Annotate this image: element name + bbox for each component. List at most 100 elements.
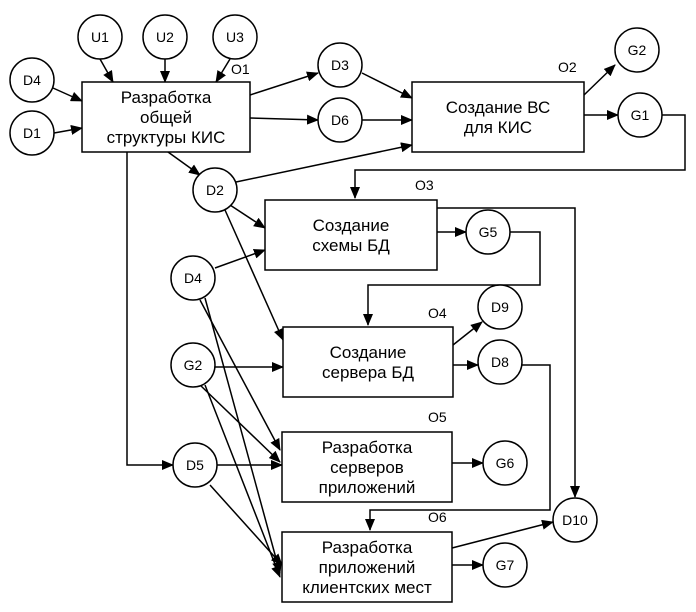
node-circle	[192, 167, 238, 213]
process-box-label-line: Разработка	[322, 438, 413, 457]
node-u1: U1	[77, 14, 123, 60]
flow-arrow	[437, 207, 580, 498]
operation-code: O1	[231, 61, 250, 77]
node-d2: D2	[192, 167, 238, 213]
flow-arrow	[229, 204, 266, 229]
node-d9: D9	[477, 284, 523, 330]
flow-arrow	[204, 384, 281, 578]
process-box-label-line: приложений	[319, 558, 416, 577]
process-box-frame	[264, 199, 438, 271]
operation-code: O6	[428, 509, 447, 525]
node-circle	[317, 42, 363, 88]
node-circle	[617, 92, 663, 138]
node-circle	[477, 284, 523, 330]
flow-arrow	[99, 58, 114, 83]
process-box-label-line: схемы БД	[312, 236, 390, 255]
node-label: D10	[562, 512, 588, 528]
node-circle	[552, 497, 598, 543]
flow-arrow	[199, 384, 281, 463]
node-label: G2	[628, 42, 647, 58]
process-box-label-line: Создание	[313, 216, 390, 235]
flow-arrow	[452, 321, 483, 346]
operation-code: O5	[428, 409, 447, 425]
node-d6: D6	[317, 97, 363, 143]
node-d4b: D4	[170, 255, 216, 301]
node-circle	[482, 440, 528, 486]
node-label: U1	[91, 29, 109, 45]
node-circle	[172, 442, 218, 488]
node-g6: G6	[482, 440, 528, 486]
process-box-frame	[281, 431, 453, 503]
flow-arrow	[209, 484, 283, 566]
node-circle	[477, 339, 523, 385]
process-box-label-line: общей	[140, 108, 192, 127]
node-g7: G7	[482, 542, 528, 588]
node-label: D5	[186, 457, 204, 473]
node-label: G5	[479, 224, 498, 240]
process-box-label-line: для КИС	[464, 118, 532, 137]
process-box-label-line: Создание	[330, 343, 407, 362]
node-d8: D8	[477, 339, 523, 385]
process-box-frame	[282, 326, 454, 398]
operation-code: O2	[558, 59, 577, 75]
flow-arrow	[199, 299, 281, 451]
node-label: D2	[206, 182, 224, 198]
flow-arrow	[249, 114, 319, 125]
process-box-frame	[281, 531, 453, 603]
node-label: D1	[23, 125, 41, 141]
flow-arrow	[451, 519, 554, 549]
node-label: D6	[331, 112, 349, 128]
flow-arrow	[214, 249, 266, 269]
process-box-frame	[411, 81, 585, 153]
flow-arrow	[249, 71, 319, 96]
node-circle	[170, 255, 216, 301]
node-label: G2	[184, 357, 203, 373]
node-label: D8	[491, 354, 509, 370]
flow-arrow	[52, 87, 83, 102]
node-d10: D10	[552, 497, 598, 543]
process-box-label-line: Разработка	[121, 88, 212, 107]
operation-code: O4	[428, 305, 447, 321]
node-circle	[142, 14, 188, 60]
flow-arrow	[204, 297, 282, 574]
node-label: U3	[226, 29, 244, 45]
node-circle	[212, 14, 258, 60]
node-d3: D3	[317, 42, 363, 88]
flow-arrow	[350, 114, 686, 199]
flow-arrow	[365, 364, 551, 531]
flow-arrow	[235, 142, 413, 183]
node-g2b: G2	[170, 342, 216, 388]
node-circle	[317, 97, 363, 143]
flow-arrow	[215, 58, 231, 83]
node-label: D4	[184, 270, 202, 286]
node-label: D4	[23, 72, 41, 88]
node-label: D9	[491, 299, 509, 315]
node-circle	[9, 57, 55, 103]
node-d4a: D4	[9, 57, 55, 103]
flow-arrow	[583, 64, 616, 96]
node-circle	[482, 542, 528, 588]
process-box-label-line: сервера БД	[322, 363, 414, 382]
process-box-label-line: приложений	[319, 478, 416, 497]
node-circle	[77, 14, 123, 60]
process-box-frame	[81, 81, 251, 153]
flow-arrow	[363, 231, 541, 326]
node-label: G6	[496, 455, 515, 471]
process-box-label-line: Разработка	[322, 538, 413, 557]
node-d1: D1	[9, 110, 55, 156]
node-u2: U2	[142, 14, 188, 60]
node-circle	[170, 342, 216, 388]
operation-code: O3	[415, 177, 434, 193]
node-d5: D5	[172, 442, 218, 488]
node-g2a: G2	[614, 27, 660, 73]
flow-arrow	[167, 151, 201, 176]
node-label: D3	[331, 57, 349, 73]
process-box-label-line: Создание ВС	[446, 98, 550, 117]
